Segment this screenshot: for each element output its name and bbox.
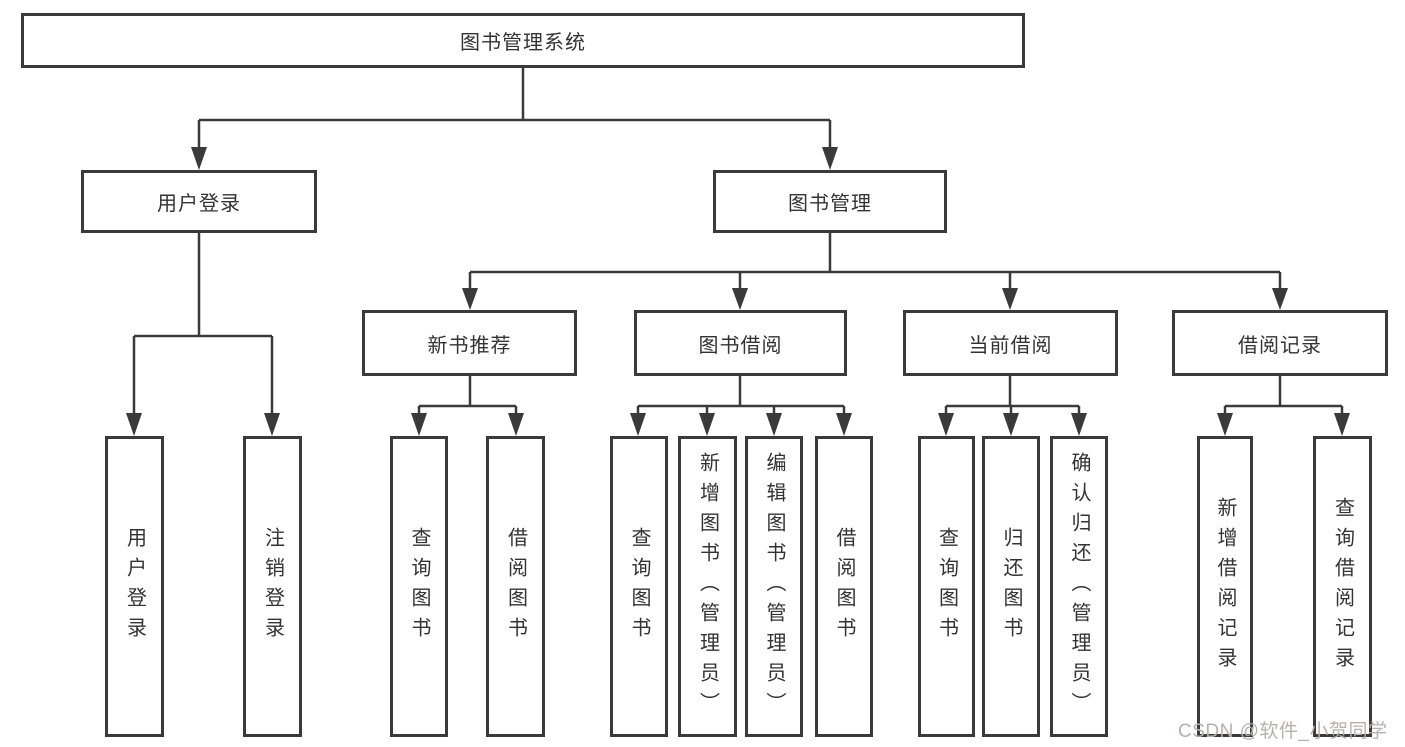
node-user-login: 用户登录	[81, 170, 317, 233]
node-label: 借阅记录	[1238, 334, 1322, 357]
leaf-label: 新增图书（管理员）	[696, 451, 719, 722]
leaf-query-books-current: 查询图书	[918, 436, 975, 737]
arrow-to-leaf-user-login	[126, 413, 142, 436]
leaf-logout-login: 注销登录	[243, 436, 302, 737]
connector-user-login-children	[132, 233, 274, 416]
arrow-to-user-login	[191, 147, 207, 170]
arrow-to-borrow-records	[1272, 288, 1288, 310]
node-label: 当前借阅	[968, 334, 1053, 357]
leaf-label: 查询图书	[408, 526, 430, 647]
arrow-to-leaf-add-book-admin	[699, 413, 715, 436]
leaf-label: 新增借阅记录	[1214, 496, 1236, 677]
leaf-label: 编辑图书（管理员）	[763, 451, 785, 722]
arrow-to-new-book-recommend	[462, 288, 478, 310]
leaf-label: 借阅图书	[504, 526, 527, 647]
connector-borrow-records-children	[1223, 376, 1344, 416]
arrow-to-leaf-query-books-2	[630, 413, 646, 436]
arrow-to-book-management	[822, 147, 838, 170]
arrow-to-leaf-query-books-1	[411, 413, 427, 436]
leaf-label: 查询图书	[628, 526, 650, 647]
leaf-label: 注销登录	[261, 526, 284, 647]
arrow-to-leaf-query-borrow-record	[1334, 413, 1350, 436]
csdn-watermark: CSDN @软件_小贺同学	[1178, 721, 1388, 742]
connector-root-to-level2	[197, 68, 832, 150]
leaf-add-book-admin: 新增图书（管理员）	[678, 436, 737, 737]
arrow-to-leaf-borrow-books-2	[836, 413, 852, 436]
node-label: 图书管理系统	[460, 32, 586, 54]
arrow-to-leaf-confirm-return-admin	[1071, 413, 1087, 436]
arrowheads	[126, 147, 1350, 436]
leaf-edit-book-admin: 编辑图书（管理员）	[745, 436, 803, 737]
leaf-label: 查询图书	[935, 526, 958, 647]
leaf-add-borrow-record: 新增借阅记录	[1197, 436, 1253, 737]
leaf-user-login: 用户登录	[105, 436, 164, 737]
node-label: 新书推荐	[427, 334, 512, 357]
arrow-to-current-borrow	[1002, 288, 1018, 310]
connector-new-book-recommend-children	[417, 376, 518, 416]
node-library-management-system: 图书管理系统	[21, 13, 1025, 68]
node-label: 用户登录	[157, 193, 241, 215]
leaf-query-books-recommend: 查询图书	[390, 436, 448, 737]
node-label: 图书借阅	[698, 334, 783, 357]
leaf-borrow-books: 借阅图书	[815, 436, 873, 737]
leaf-label: 用户登录	[123, 526, 146, 647]
arrow-to-leaf-borrow-books-1	[508, 413, 524, 436]
arrow-to-leaf-edit-book-admin	[766, 413, 782, 436]
arrow-to-book-borrow	[732, 288, 748, 310]
connector-book-management-children	[468, 233, 1282, 290]
node-new-book-recommend: 新书推荐	[362, 310, 577, 376]
leaf-borrow-books-recommend: 借阅图书	[486, 436, 545, 737]
leaf-label: 归还图书	[1000, 526, 1022, 647]
leaf-return-book: 归还图书	[982, 436, 1040, 737]
leaf-query-borrow-record: 查询借阅记录	[1313, 436, 1372, 737]
connector-book-borrow-children	[636, 376, 846, 416]
node-label: 图书管理	[788, 193, 872, 215]
node-book-borrow: 图书借阅	[634, 310, 847, 376]
node-book-management: 图书管理	[713, 170, 947, 233]
node-borrow-records: 借阅记录	[1172, 310, 1388, 376]
leaf-label: 查询借阅记录	[1331, 496, 1354, 677]
leaf-query-books-borrow: 查询图书	[610, 436, 668, 737]
leaf-confirm-return-admin: 确认归还（管理员）	[1050, 436, 1108, 737]
leaf-label: 借阅图书	[833, 526, 855, 647]
arrow-to-leaf-query-books-3	[938, 413, 954, 436]
arrow-to-leaf-return-book	[1003, 413, 1019, 436]
arrow-to-leaf-logout	[264, 413, 280, 436]
connector-current-borrow-children	[944, 376, 1081, 416]
node-current-borrow: 当前借阅	[903, 310, 1118, 376]
arrow-to-leaf-add-borrow-record	[1217, 413, 1233, 436]
leaf-label: 确认归还（管理员）	[1068, 451, 1090, 722]
